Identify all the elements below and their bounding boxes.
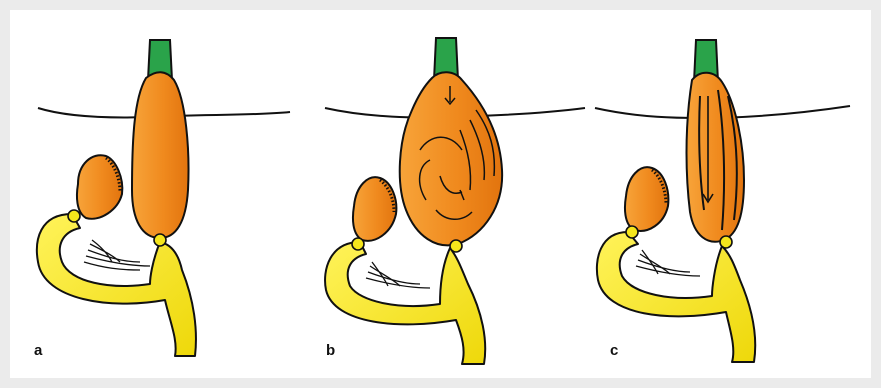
subfigure-b [325, 38, 585, 364]
junction-knob [450, 240, 462, 252]
junction-knob [68, 210, 80, 222]
ureter-loop [325, 242, 485, 364]
panel-label-b: b [326, 342, 335, 359]
subfigure-a [37, 40, 290, 356]
fiber-lines [84, 240, 150, 270]
junction-knob [352, 238, 364, 250]
small-organ [77, 155, 122, 219]
panel-label-a: a [34, 342, 42, 359]
junction-knob [720, 236, 732, 248]
fiber-lines [366, 262, 430, 288]
subfigure-c [595, 40, 850, 362]
small-organ [625, 167, 668, 231]
small-organ [353, 177, 396, 241]
fiber-lines [636, 250, 700, 276]
panel-label-c: c [610, 342, 618, 359]
junction-knob [154, 234, 166, 246]
junction-knob [626, 226, 638, 238]
ureter-loop [597, 232, 755, 362]
main-organ [132, 72, 188, 238]
